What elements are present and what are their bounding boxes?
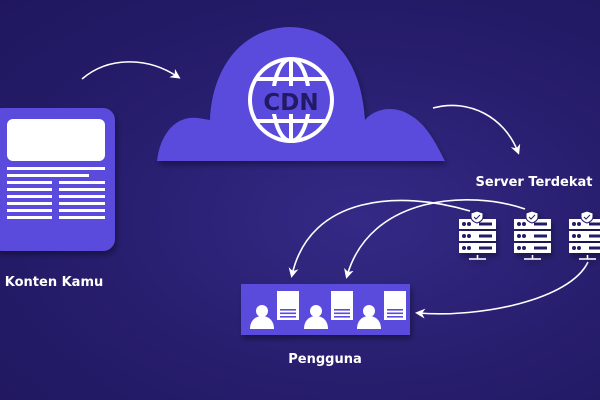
arrow-server1-to-user1 bbox=[288, 199, 471, 278]
shield-check-icon bbox=[470, 210, 484, 224]
user-icon bbox=[250, 305, 274, 329]
arrow-server2-to-user2 bbox=[344, 199, 526, 279]
user-document-icon bbox=[331, 291, 353, 320]
arrow-cdn-to-servers bbox=[432, 104, 521, 155]
server-icon bbox=[569, 210, 600, 260]
server-icon bbox=[459, 210, 496, 260]
content-label: Konten Kamu bbox=[4, 275, 104, 290]
arrow-content-to-cdn bbox=[81, 61, 181, 80]
server-icon bbox=[514, 210, 551, 260]
arrow-server3-to-user3 bbox=[415, 261, 589, 319]
shield-check-icon bbox=[580, 210, 594, 224]
user-icon bbox=[304, 305, 328, 329]
servers-label: Server Terdekat bbox=[475, 175, 593, 190]
shield-check-icon bbox=[525, 210, 539, 224]
user-document-icon bbox=[277, 291, 299, 320]
cdn-label: CDN bbox=[263, 90, 318, 116]
users-label: Pengguna bbox=[288, 352, 362, 367]
user-document-icon bbox=[384, 291, 406, 320]
user-icon bbox=[357, 305, 381, 329]
document-icon bbox=[0, 108, 115, 251]
